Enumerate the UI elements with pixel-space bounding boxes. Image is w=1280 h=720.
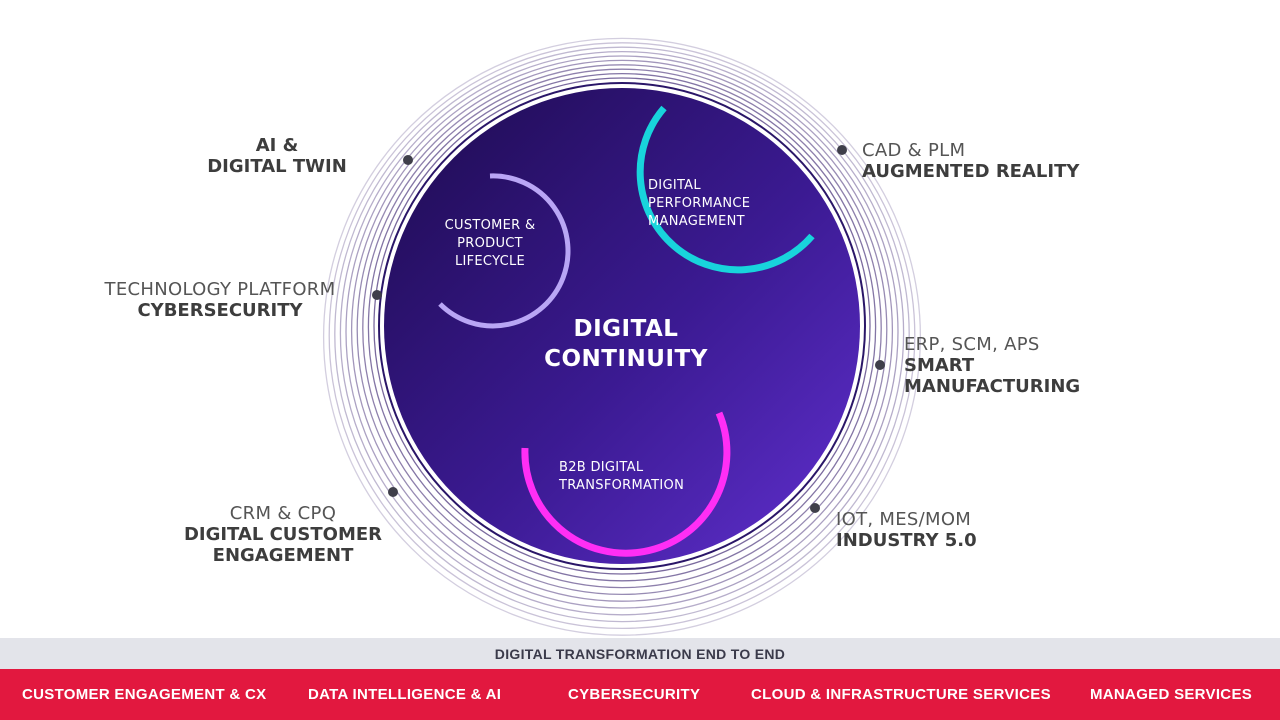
label-crm-line2: DIGITAL CUSTOMER ENGAGEMENT: [183, 524, 383, 566]
dot-customer-engagement: [388, 487, 398, 497]
dot-smart-manufacturing: [875, 360, 885, 370]
service-data-intelligence: DATA INTELLIGENCE & AI: [308, 686, 502, 703]
dot-cybersecurity: [372, 290, 382, 300]
label-iot-industry: IOT, MES/MOM INDUSTRY 5.0: [836, 509, 1036, 551]
end-to-end-band: DIGITAL TRANSFORMATION END TO END: [0, 638, 1280, 669]
outer-ring: [328, 42, 916, 630]
digital-continuity-diagram: [322, 37, 922, 636]
label-tech-line1: TECHNOLOGY PLATFORM: [104, 279, 336, 300]
core-circle-outline: [378, 82, 866, 570]
outer-ring: [339, 50, 905, 616]
center-title: DIGITAL CONTINUITY: [544, 316, 708, 372]
label-erp-smart-manufacturing: ERP, SCM, APS SMART MANUFACTURING: [904, 334, 1094, 397]
label-ai-line1: AI &: [255, 135, 299, 156]
b2b-transformation-arc: [521, 411, 731, 557]
service-cloud-infrastructure: CLOUD & INFRASTRUCTURE SERVICES: [751, 686, 1051, 703]
label-technology-cybersecurity: TECHNOLOGY PLATFORM CYBERSECURITY: [90, 279, 350, 321]
outer-rings: [322, 37, 922, 636]
outer-ring: [334, 46, 910, 623]
dot-ai-digital-twin: [403, 155, 413, 165]
outer-ring: [373, 77, 871, 575]
label-crm-line1: CRM & CPQ: [229, 503, 337, 524]
label-ai-line2: DIGITAL TWIN: [207, 156, 347, 177]
service-cybersecurity: CYBERSECURITY: [568, 686, 701, 703]
dot-industry: [810, 503, 820, 513]
outer-ring: [367, 72, 877, 582]
outer-ring: [345, 55, 899, 609]
b2b-transformation-label: B2B DIGITAL TRANSFORMATION: [559, 460, 685, 493]
label-cad-augmented-reality: CAD & PLM AUGMENTED REALITY: [862, 140, 1102, 182]
performance-management-label: DIGITAL PERFORMANCE MANAGEMENT: [648, 178, 751, 229]
label-iot-line1: IOT, MES/MOM: [836, 509, 972, 530]
label-erp-line2: SMART MANUFACTURING: [904, 355, 1081, 397]
label-iot-line2: INDUSTRY 5.0: [836, 530, 977, 551]
customer-product-arc: [438, 173, 571, 329]
outer-ring: [322, 37, 922, 636]
performance-management-arc: [636, 105, 815, 274]
label-cad-line2: AUGMENTED REALITY: [862, 161, 1080, 182]
service-customer-engagement: CUSTOMER ENGAGEMENT & CX: [22, 686, 267, 703]
customer-product-lifecycle-label: CUSTOMER & PRODUCT LIFECYCLE: [444, 218, 536, 269]
service-managed-services: MANAGED SERVICES: [1090, 686, 1253, 703]
core-circle: [384, 88, 860, 564]
label-cad-line1: CAD & PLM: [862, 140, 966, 161]
outer-ring: [350, 59, 894, 602]
label-ai-digital-twin: AI & DIGITAL TWIN: [197, 135, 357, 177]
services-band: CUSTOMER ENGAGEMENT & CX DATA INTELLIGEN…: [0, 669, 1280, 720]
dot-augmented-reality: [837, 145, 847, 155]
label-crm-customer-engagement: CRM & CPQ DIGITAL CUSTOMER ENGAGEMENT: [182, 503, 384, 566]
outer-ring: [362, 68, 882, 589]
label-erp-line1: ERP, SCM, APS: [904, 334, 1040, 355]
label-tech-line2: CYBERSECURITY: [137, 300, 303, 321]
outer-ring: [356, 64, 888, 596]
